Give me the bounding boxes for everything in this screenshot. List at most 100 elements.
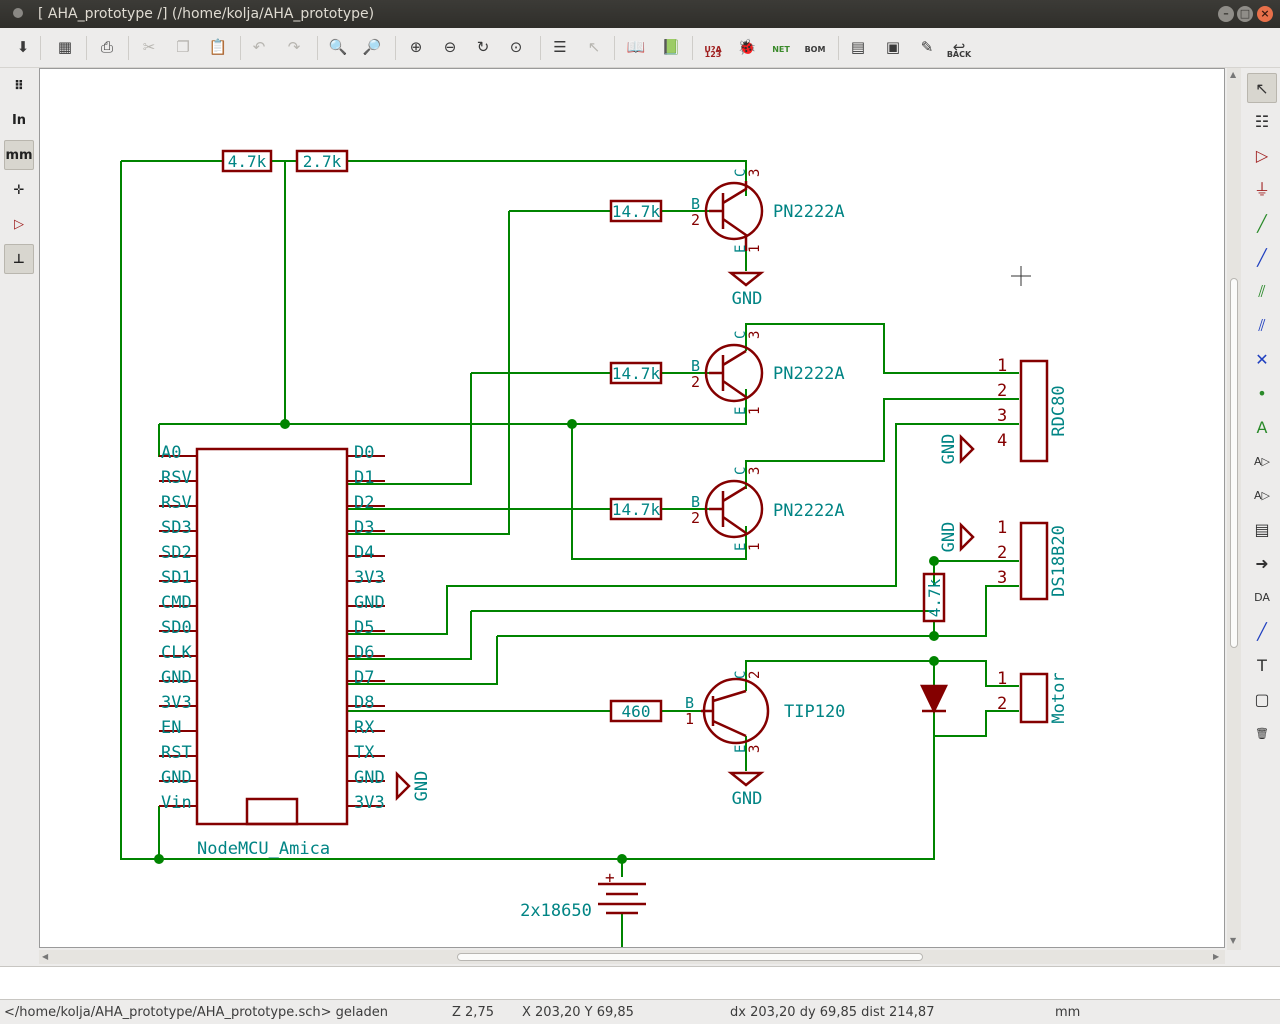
title-bar: [ AHA_prototype /] (/home/kolja/AHA_prot… — [0, 0, 1280, 28]
right-toolbar: ↖ ☷ ▷ ⏚ ╱ ╱ ⫽ ⫽ ✕ • A A▷ A▷ ▤ ➜ DA ╱ T ▢ 🗑 — [1244, 68, 1280, 968]
pin-number: 3 — [747, 745, 763, 753]
mcu-pin-label: RSV — [161, 468, 192, 488]
mcu-pin-label: SD2 — [161, 543, 192, 563]
select-tool-icon[interactable]: ↖ — [1247, 73, 1277, 103]
hierarchy-nav-icon[interactable]: ☷ — [1254, 112, 1270, 131]
place-wire-icon[interactable]: ╱ — [1257, 214, 1267, 233]
hier-sheet-icon[interactable]: ▤ — [1254, 520, 1270, 539]
mcu-pin-label: 3V3 — [354, 568, 385, 588]
sheet-pin-icon[interactable]: DA — [1254, 591, 1270, 604]
vertical-scroll-thumb[interactable] — [1230, 278, 1238, 648]
toolbar-separator — [86, 36, 87, 60]
pin-number: 3 — [747, 467, 763, 475]
undo-icon[interactable]: ↶ — [252, 38, 266, 56]
pin-number: 3 — [747, 169, 763, 177]
mcu-pin-label: D6 — [354, 643, 374, 663]
hierarchy-icon[interactable]: ☰ — [553, 38, 567, 56]
units-inch-button[interactable]: In — [11, 113, 27, 128]
graphic-line-icon[interactable]: ╱ — [1257, 622, 1267, 641]
mcu-name: NodeMCU_Amica — [197, 839, 330, 859]
mcu-pin-label: GND — [161, 668, 192, 688]
bom-icon[interactable]: BOM — [804, 45, 826, 54]
find-icon[interactable]: 🔍 — [328, 38, 348, 56]
place-component-icon[interactable]: ▷ — [1255, 146, 1269, 165]
edit-fields-icon[interactable]: ✎ — [920, 38, 934, 56]
resistor-value: 2.7k — [303, 152, 342, 171]
find-replace-icon[interactable]: 🔎 — [362, 38, 382, 56]
erc-icon[interactable]: 🐞 — [737, 38, 757, 56]
mcu-pin-label: D1 — [354, 468, 374, 488]
bus-bus-entry-icon[interactable]: ⫽ — [1258, 316, 1266, 335]
message-panel — [0, 966, 1280, 1000]
mcu-pin-label: A0 — [161, 443, 181, 463]
text-icon[interactable]: T — [1257, 656, 1267, 675]
save-icon[interactable]: ⬇ — [16, 38, 30, 56]
zoom-out-icon[interactable]: ⊖ — [443, 38, 457, 56]
resistor-value: 14.7k — [612, 500, 661, 519]
cut-icon[interactable]: ✂ — [142, 38, 156, 56]
units-mm-button[interactable]: mm — [4, 140, 34, 170]
transistor-name: PN2222A — [773, 202, 845, 222]
gnd-label: GND — [732, 289, 763, 309]
close-button[interactable]: × — [1257, 6, 1273, 22]
junctions — [154, 419, 939, 864]
toolbar-separator — [540, 36, 541, 60]
mcu-pin-label: D0 — [354, 443, 374, 463]
app-menu-icon[interactable] — [13, 8, 23, 18]
library-editor-icon[interactable]: 📖 — [626, 38, 646, 56]
pin-number: 1 — [685, 710, 694, 728]
page-settings-icon[interactable]: ▦ — [57, 38, 73, 56]
vertical-scrollbar[interactable]: ▲ ▼ — [1227, 68, 1241, 950]
import-sheet-pin-icon[interactable]: ➜ — [1255, 554, 1269, 573]
cursor-shape-icon[interactable]: ✛ — [13, 183, 25, 198]
zoom-fit-icon[interactable]: ⊙ — [509, 38, 523, 56]
hidden-pins-icon[interactable]: ▷ — [14, 217, 24, 232]
place-bus-icon[interactable]: ╱ — [1257, 248, 1267, 267]
gnd-label: GND — [412, 771, 432, 802]
image-icon[interactable]: ▢ — [1254, 690, 1270, 709]
connector-pin-number: 3 — [997, 406, 1007, 426]
netlist-icon[interactable]: NET — [772, 45, 790, 54]
wire-bus-entry-icon[interactable]: ⫽ — [1258, 282, 1266, 301]
mcu-pin-label: D8 — [354, 693, 374, 713]
cvpcb-icon[interactable]: ▤ — [850, 38, 866, 56]
status-delta: dx 203,20 dy 69,85 dist 214,87 — [730, 1005, 935, 1020]
grid-toggle-icon[interactable]: ⠿ — [13, 79, 25, 94]
maximize-button[interactable]: □ — [1237, 6, 1253, 22]
mcu-pin-label: SD0 — [161, 618, 192, 638]
zoom-in-icon[interactable]: ⊕ — [409, 38, 423, 56]
minimize-button[interactable]: – — [1218, 6, 1234, 22]
redraw-icon[interactable]: ↻ — [476, 38, 490, 56]
pin-letter-c: C — [733, 169, 749, 177]
leave-sheet-icon[interactable]: ↖ — [587, 38, 601, 56]
redo-icon[interactable]: ↷ — [287, 38, 301, 56]
mcu-pin-label: SD1 — [161, 568, 192, 588]
mcu-pin-label: D5 — [354, 618, 374, 638]
pin-letter-b: B — [691, 195, 700, 213]
hier-label-icon[interactable]: A▷ — [1254, 489, 1270, 502]
horizontal-scroll-thumb[interactable] — [457, 953, 923, 961]
library-browser-icon[interactable]: 📗 — [661, 38, 681, 56]
delete-icon[interactable]: 🗑 — [1255, 727, 1269, 740]
place-power-icon[interactable]: ⏚ — [1253, 180, 1270, 199]
horizontal-scrollbar[interactable]: ◀ ▶ — [39, 950, 1225, 964]
status-coords: X 203,20 Y 69,85 — [522, 1005, 634, 1020]
net-label-icon[interactable]: A — [1256, 418, 1268, 437]
global-label-icon[interactable]: A▷ — [1254, 455, 1270, 468]
back-annotate-icon[interactable]: ↩BACK — [946, 38, 972, 59]
place-junction-icon[interactable]: • — [1257, 384, 1267, 403]
toolbar-separator — [838, 36, 839, 60]
print-icon[interactable]: ⎙ — [100, 38, 113, 56]
mcu-pin-label: D3 — [354, 518, 374, 538]
no-connect-icon[interactable]: ✕ — [1255, 350, 1269, 369]
pin-number: 2 — [691, 211, 700, 229]
paste-icon[interactable]: 📋 — [208, 38, 228, 56]
orthogonal-wire-icon[interactable]: ⊥ — [4, 244, 34, 274]
pcbnew-icon[interactable]: ▣ — [885, 38, 901, 56]
copy-icon[interactable]: ❐ — [176, 38, 190, 56]
status-bar: </home/kolja/AHA_prototype/AHA_prototype… — [0, 1002, 1280, 1024]
